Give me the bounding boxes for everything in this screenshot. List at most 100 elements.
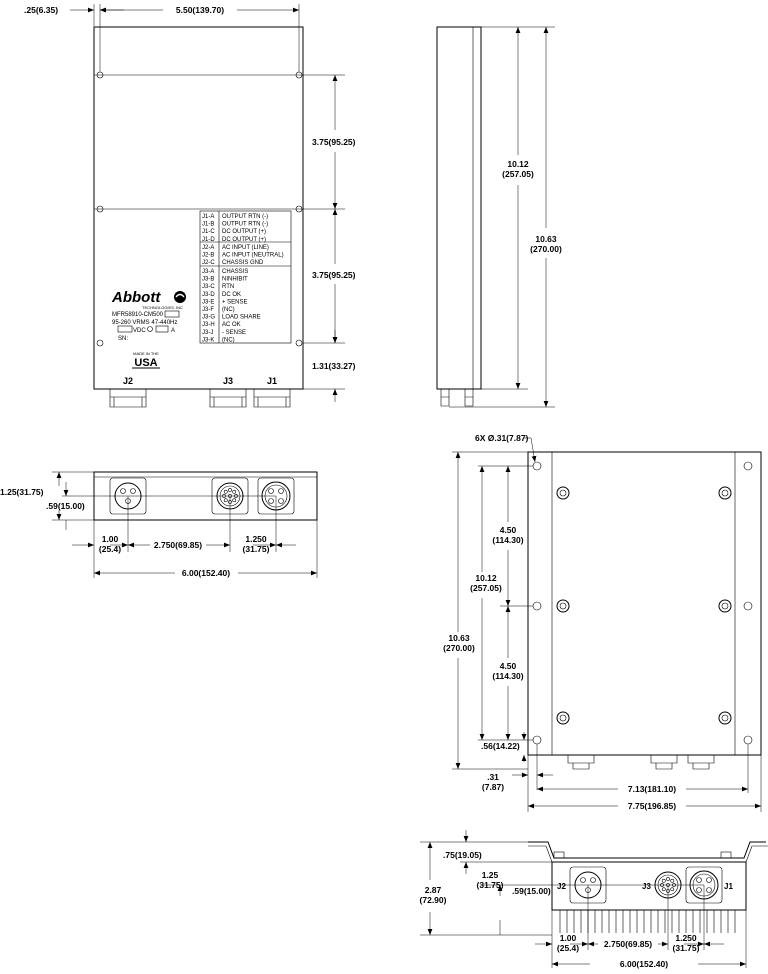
ground-symbol-icon — [147, 326, 153, 332]
dim-end-spacing: 2.750(69.85) — [154, 540, 202, 550]
dim-top-inner-height: 10.12(257.05) — [470, 573, 502, 593]
pin-id: J3-H — [202, 322, 215, 328]
connector-pin — [278, 498, 284, 504]
label-serial: SN: — [118, 336, 128, 342]
pin-id: J3-B — [202, 277, 214, 283]
mount-hole — [532, 461, 542, 471]
dim-top-depth: 7.13(181.10) — [628, 784, 676, 794]
connector-pin — [232, 489, 237, 494]
pin-id: J1-D — [202, 237, 215, 243]
pin-function: DC OUTPUT (+) — [222, 229, 266, 235]
dim-bottom-spacing: 2.750(69.85) — [604, 939, 652, 949]
dim-top-spacing-a: 4.50(114.30) — [492, 525, 523, 545]
fastener-icon — [556, 486, 570, 500]
fastener-icon — [556, 711, 570, 725]
dim-end-offset-left: 1.00(25.4) — [99, 534, 121, 554]
pin-function: DC OK — [222, 292, 241, 298]
pin-function: + SENSE — [222, 299, 248, 305]
brand-logo-text: Abbott — [111, 289, 161, 306]
pin-function: OUTPUT RTN (-) — [222, 214, 268, 220]
dim-flange-height: .75(19.05) — [443, 850, 482, 860]
dim-bottom-offset: 1.31(33.27) — [312, 361, 356, 371]
top-view-mount-holes — [532, 461, 753, 745]
pin-id: J1-C — [202, 229, 215, 235]
connector-pin — [696, 877, 702, 883]
mount-hole — [743, 461, 753, 471]
label-box — [155, 325, 169, 333]
pin-function: OUTPUT RTN (-) — [222, 222, 268, 228]
dim-side-inner-height: 10.12(257.05) — [502, 159, 534, 179]
connector-label-j3: J3 — [642, 882, 651, 891]
pin-id: J3-K — [202, 337, 214, 343]
pin-function: CHASSIS — [222, 269, 248, 275]
top-view: 6X Ø.31(7.87) 4.50(114.30) 4.50(114.30) … — [443, 433, 762, 812]
side-view: 10.12(257.05) 10.63(270.00) — [436, 26, 562, 408]
pin-id: J3-J — [202, 330, 213, 336]
connector-label-j1: J1 — [724, 882, 733, 891]
mount-hole — [295, 339, 303, 347]
pin-function: AC INPUT (NEUTRAL) — [222, 253, 284, 259]
connector-pin — [706, 887, 712, 893]
bracket-inner — [528, 845, 768, 863]
dim-hole-callout: 6X Ø.31(7.87) — [475, 433, 529, 443]
front-connector-stubs — [109, 389, 291, 408]
mount-hole — [532, 601, 542, 611]
pin-function: LOAD SHARE — [222, 315, 261, 321]
front-view: .25(6.35) 5.50(139.70) 3.75(95.25) 3.75(… — [24, 4, 356, 408]
end-view: 1.25(31.75) .59(15.00) 1.00(25.4) 2.750(… — [0, 471, 318, 578]
dim-top-bottom-hole: .56(14.22) — [481, 741, 520, 751]
connector-pin — [590, 877, 596, 883]
pin-id: J2-A — [202, 245, 214, 251]
pin-id: J3-A — [202, 269, 214, 275]
connector-stub-j3 — [209, 389, 247, 408]
dim-lower-spacing: 3.75(95.25) — [312, 270, 356, 280]
dim-end-height-a: 1.25(31.75) — [0, 487, 44, 497]
connector-pin — [666, 877, 670, 881]
dim-left-offset: .25(6.35) — [24, 5, 58, 15]
product-label: Abbott TECHNOLOGIES, INC MFR58910-CM500 … — [111, 289, 186, 369]
connector-pin — [268, 488, 274, 494]
mount-hole — [96, 205, 104, 213]
bottom-end-body — [551, 861, 747, 911]
connector-pin — [706, 877, 712, 883]
pin-function: AC OK — [222, 322, 241, 328]
pin-id: J3-G — [202, 315, 215, 321]
label-vdc: VDC — [133, 328, 146, 334]
mount-hole — [295, 205, 303, 213]
dim-top-overall-depth: 7.75(196.85) — [628, 801, 676, 811]
pin-function: (NC) — [222, 337, 235, 343]
connector-pin — [232, 498, 237, 503]
dim-top-overall-height: 10.63(270.00) — [443, 633, 475, 653]
dim-bottom-offset-left: 1.00(25.4) — [557, 933, 579, 953]
pin-table-border — [199, 210, 292, 344]
leader-line — [523, 437, 537, 463]
bracket-nut — [553, 851, 565, 859]
connector-stub-j1 — [253, 389, 291, 408]
fastener-icon — [718, 711, 732, 725]
connector-label-j3: J3 — [223, 376, 233, 386]
pin-id: J3-D — [202, 292, 215, 298]
pin-id: J1-B — [202, 222, 214, 228]
mount-hole — [743, 735, 753, 745]
dim-bottom-spacing-right: 1.250(31.75) — [673, 933, 700, 953]
made-in-text: MADE IN THE — [133, 351, 159, 356]
connector-pin — [223, 498, 228, 503]
usa-logo-text: USA — [134, 357, 157, 369]
dim-side-overall-height: 10.63(270.00) — [530, 234, 562, 254]
bottom-end-view: J2 J3 J1 .75(19.05) 1.25(31.75) .59(15.0… — [420, 830, 768, 969]
connector-stub-j2 — [109, 389, 147, 408]
label-box — [164, 310, 180, 318]
connector-pin — [696, 887, 702, 893]
connector-pin — [661, 878, 666, 883]
connector-pin — [580, 877, 586, 883]
pin-id: J2-B — [202, 253, 214, 259]
pin-function: (NC) — [222, 307, 235, 313]
top-view-outline — [527, 451, 762, 756]
top-view-fasteners — [556, 486, 732, 725]
connector-pin — [268, 498, 274, 504]
pin-function: NINHIBIT — [222, 277, 248, 283]
connector-pin — [130, 488, 136, 494]
dim-bottom-width: 6.00(152.40) — [620, 959, 668, 969]
